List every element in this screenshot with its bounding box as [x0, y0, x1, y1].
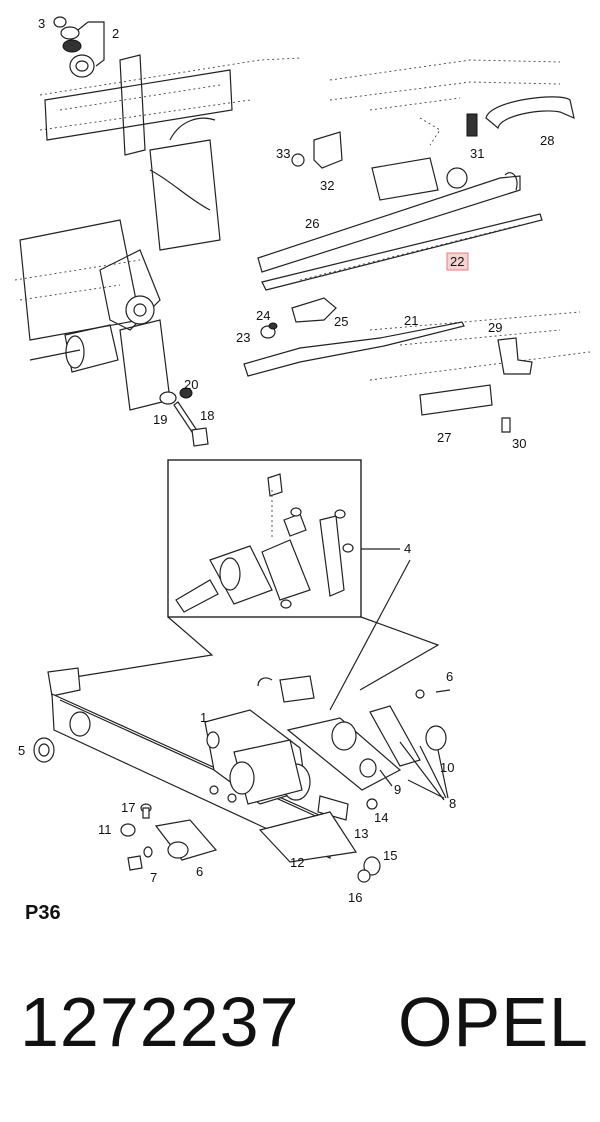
callout-31: 31 [470, 146, 484, 161]
callout-4: 4 [404, 541, 411, 556]
callout-7: 7 [150, 870, 157, 885]
mount-bracket [313, 131, 343, 169]
callout-16: 16 [348, 890, 362, 905]
wiper-blade [261, 213, 543, 291]
handle-clip [466, 113, 478, 137]
callout-2: 2 [112, 26, 119, 41]
wiper-blade-carrier [257, 175, 521, 273]
callout-8: 8 [449, 796, 456, 811]
callout-19: 19 [153, 412, 167, 427]
callout-5: 5 [18, 743, 25, 758]
bushing-15 [363, 856, 381, 876]
linkage [286, 689, 447, 821]
callout-1: 1 [200, 710, 207, 725]
callout-23: 23 [236, 330, 250, 345]
callout-27: 27 [437, 430, 451, 445]
callout-15: 15 [383, 848, 397, 863]
nut [291, 153, 305, 167]
callout-11: 11 [98, 822, 112, 837]
callout-32: 32 [320, 178, 334, 193]
arm-cap [291, 297, 337, 323]
callout-21: 21 [404, 313, 418, 328]
bushing-stack [53, 16, 105, 78]
callout-24: 24 [256, 308, 270, 323]
inset-motor-shaft [175, 473, 354, 613]
lower-bracket [154, 811, 358, 863]
callout-9: 9 [394, 782, 401, 797]
page-label: P36 [25, 902, 61, 924]
callout-28: 28 [540, 133, 554, 148]
inset-leader-right [359, 616, 440, 691]
callout-10: 10 [440, 760, 454, 775]
part-number: 1272237 [20, 983, 300, 1061]
body-frame-illustration [14, 54, 301, 411]
callout-17: 17 [121, 800, 135, 815]
tailgate-handle [485, 96, 575, 130]
tailgate-illustration [329, 59, 591, 416]
callout-26: 26 [305, 216, 319, 231]
screw [501, 417, 511, 433]
bolt-assembly [159, 387, 209, 447]
callout-13: 13 [354, 826, 368, 841]
wiper-motor [204, 675, 315, 805]
callout-25: 25 [334, 314, 348, 329]
clip [497, 337, 533, 375]
callout-3: 3 [38, 16, 45, 31]
brand-name: OPEL [398, 983, 589, 1061]
callout-22: 22 [450, 254, 464, 269]
callout-12: 12 [290, 855, 304, 870]
inset-leader-left [55, 616, 214, 681]
callout-14: 14 [374, 810, 388, 825]
callout-22-highlight [446, 252, 469, 271]
callout-6-lower: 6 [196, 864, 203, 879]
callout-20: 20 [184, 377, 198, 392]
wiper-arm [243, 321, 465, 377]
callout-18: 18 [200, 408, 214, 423]
callout-29: 29 [488, 320, 502, 335]
callout-30: 30 [512, 436, 526, 451]
callout-33: 33 [276, 146, 290, 161]
callout-6-upper: 6 [446, 669, 453, 684]
